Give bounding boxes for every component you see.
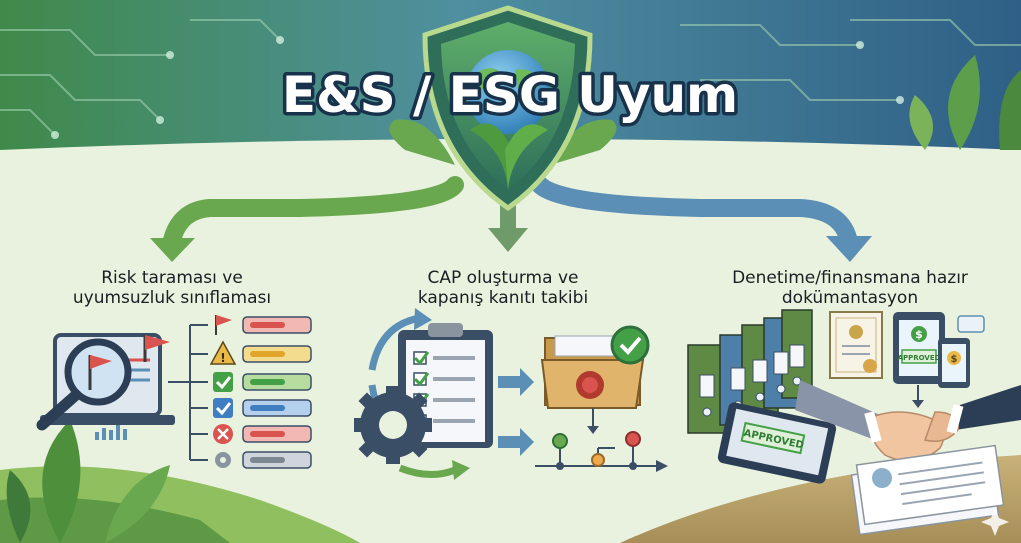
arrow-down-head-icon <box>488 228 528 252</box>
process-flow-icon <box>535 431 668 472</box>
cap-tracking-illustration <box>354 308 668 480</box>
caption-risk-line1: Risk taraması ve <box>101 268 243 288</box>
arrow-right-icon <box>498 428 534 456</box>
red-flag-icon <box>90 355 112 369</box>
caption-docs-line2: dokümantasyon <box>782 288 918 308</box>
approved-tablet-icon: APPROVED <box>717 402 837 484</box>
arrow-right-head-icon <box>826 236 872 262</box>
arrow-left-head-icon <box>150 238 195 262</box>
check-blue-icon <box>213 398 233 418</box>
status-flag-icon <box>215 315 232 335</box>
leaf-icon <box>470 123 512 190</box>
tablet-icon: $ APPROVED <box>893 312 945 384</box>
risk-screening-illustration: ! <box>36 315 312 469</box>
check-green-icon <box>213 372 233 392</box>
caption-risk-line2: uyumsuzluk sınıflaması <box>73 288 271 308</box>
red-flag-icon <box>145 335 170 350</box>
caption-cap-line2: kapanış kanıtı takibi <box>418 288 588 308</box>
magnifier-icon <box>64 338 132 406</box>
certificate-icon <box>829 311 883 379</box>
page-title: E&S / ESG Uyum <box>282 66 738 124</box>
tablet-stamp-label: APPROVED <box>898 354 941 362</box>
approved-check-icon <box>610 325 650 365</box>
svg-text:!: ! <box>220 351 225 365</box>
svg-text:$: $ <box>951 354 958 365</box>
svg-text:$: $ <box>915 328 923 341</box>
documentation-illustration: $ APPROVED $ APPROVED <box>687 309 1021 536</box>
cycle-arrow-icon <box>414 308 432 330</box>
corner-leaves-icon <box>909 55 1021 150</box>
column-captions: Risk taraması ve uyumsuzluk sınıflaması … <box>73 268 968 308</box>
bottom-left-plants <box>0 420 360 543</box>
arrow-right-icon <box>498 368 534 396</box>
circuit-pattern <box>0 19 1021 136</box>
gear-icon <box>354 386 432 464</box>
esg-shield-icon <box>389 5 617 212</box>
contract-papers-icon <box>850 444 1005 536</box>
chat-bubble-icon <box>957 315 985 333</box>
sparkle-icon <box>981 508 1009 536</box>
caption-docs-line1: Denetime/finansmana hazır <box>732 268 968 288</box>
caption-cap-line1: CAP oluşturma ve <box>428 268 579 288</box>
handshake-icon <box>795 380 1021 462</box>
warning-icon <box>209 340 237 365</box>
